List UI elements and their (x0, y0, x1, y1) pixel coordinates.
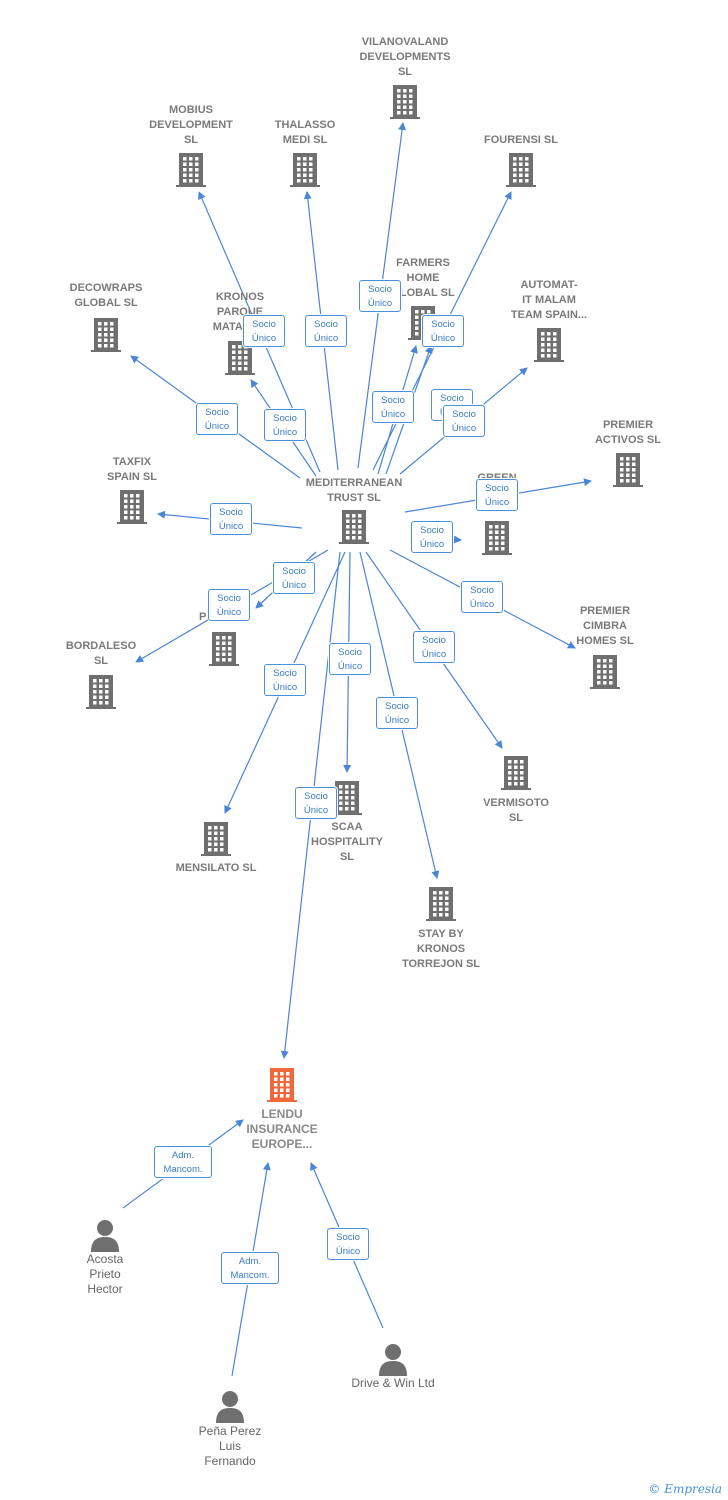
building-focus-icon[interactable] (266, 1068, 298, 1102)
node-label[interactable]: Peña Perez Luis Fernando (198, 1424, 262, 1468)
edge-label-socio-unico: Socio Único (411, 521, 453, 553)
edge-label-socio-unico: Socio Único (243, 315, 285, 347)
edge-label-adm-mancom: Adm. Mancom. (221, 1252, 279, 1284)
node-label[interactable]: VERMISOTO SL (483, 797, 549, 824)
copyright-notice[interactable]: © Empresia (648, 1482, 722, 1496)
building-icon[interactable] (425, 887, 457, 921)
node-label[interactable]: THALASSO MEDI SL (274, 119, 336, 146)
edge-label-socio-unico: Socio Único (413, 631, 455, 663)
building-icon[interactable] (612, 453, 644, 487)
building-icon[interactable] (338, 510, 370, 544)
edge-label-socio-unico: Socio Único (273, 562, 315, 594)
edge-label-socio-unico: Socio Único (443, 405, 485, 437)
node-label[interactable]: KRONOS PARQUE MATADE... (212, 291, 268, 333)
node-label[interactable]: TAXFIX SPAIN SL (107, 456, 157, 483)
node-label[interactable]: Acosta Prieto Hector (86, 1252, 124, 1296)
building-icon[interactable] (116, 490, 148, 524)
building-icon[interactable] (389, 85, 421, 119)
person-icon[interactable] (89, 1218, 121, 1252)
node-label[interactable]: VILANOVALAND DEVELOPMENTS SL (359, 36, 451, 78)
person-icon[interactable] (214, 1389, 246, 1423)
building-icon[interactable] (85, 675, 117, 709)
building-icon[interactable] (90, 318, 122, 352)
edge-label-socio-unico: Socio Único (422, 315, 464, 347)
node-label[interactable]: BORDALESO SL (65, 640, 137, 667)
node-label[interactable]: STAY BY KRONOS TORREJON SL (401, 928, 481, 970)
node-label[interactable]: MENSILATO SL (175, 862, 257, 874)
building-icon[interactable] (289, 153, 321, 187)
node-label[interactable]: AUTOMAT- IT MALAM TEAM SPAIN... (510, 279, 588, 321)
edge-label-socio-unico: Socio Único (208, 589, 250, 621)
edge-label-adm-mancom: Adm. Mancom. (154, 1146, 212, 1178)
building-icon[interactable] (505, 153, 537, 187)
building-icon[interactable] (331, 781, 363, 815)
edge-label-socio-unico: Socio Único (372, 391, 414, 423)
edge-label-socio-unico: Socio Único (264, 664, 306, 696)
building-icon[interactable] (208, 632, 240, 666)
node-label[interactable]: FARMERS HOME GLOBAL SL (391, 257, 455, 299)
building-icon[interactable] (533, 328, 565, 362)
edge-label-socio-unico: Socio Único (264, 409, 306, 441)
edge-label-socio-unico: Socio Único (476, 479, 518, 511)
building-icon[interactable] (175, 153, 207, 187)
person-icon[interactable] (377, 1342, 409, 1376)
edge-label-socio-unico: Socio Único (305, 315, 347, 347)
node-label[interactable]: DECOWRAPS GLOBAL SL (69, 282, 143, 309)
edge-label-socio-unico: Socio Único (196, 403, 238, 435)
edge-label-socio-unico: Socio Único (329, 643, 371, 675)
building-icon[interactable] (589, 655, 621, 689)
edge-label-socio-unico: Socio Único (376, 697, 418, 729)
edge-label-socio-unico: Socio Único (359, 280, 401, 312)
node-label[interactable]: MEDITERRANEAN TRUST SL (305, 477, 403, 504)
edge-label-socio-unico: Socio Único (295, 787, 337, 819)
edge-label-socio-unico: Socio Único (327, 1228, 369, 1260)
building-icon[interactable] (481, 521, 513, 555)
node-label[interactable]: MOBIUS DEVELOPMENT SL (149, 104, 233, 146)
node-label[interactable]: LENDU INSURANCE EUROPE... (246, 1107, 318, 1151)
edge-label-socio-unico: Socio Único (461, 581, 503, 613)
node-label[interactable]: PREMIER ACTIVOS SL (594, 419, 661, 446)
node-label[interactable]: Drive & Win Ltd (351, 1376, 435, 1390)
building-icon[interactable] (500, 756, 532, 790)
node-label[interactable]: PREMIER CIMBRA HOMES SL (576, 605, 634, 647)
edge-label-socio-unico: Socio Único (210, 503, 252, 535)
building-icon[interactable] (200, 822, 232, 856)
node-label[interactable]: FOURENSI SL (484, 134, 558, 146)
node-label[interactable]: SCAA HOSPITALITY SL (311, 821, 383, 863)
building-icon[interactable] (224, 341, 256, 375)
